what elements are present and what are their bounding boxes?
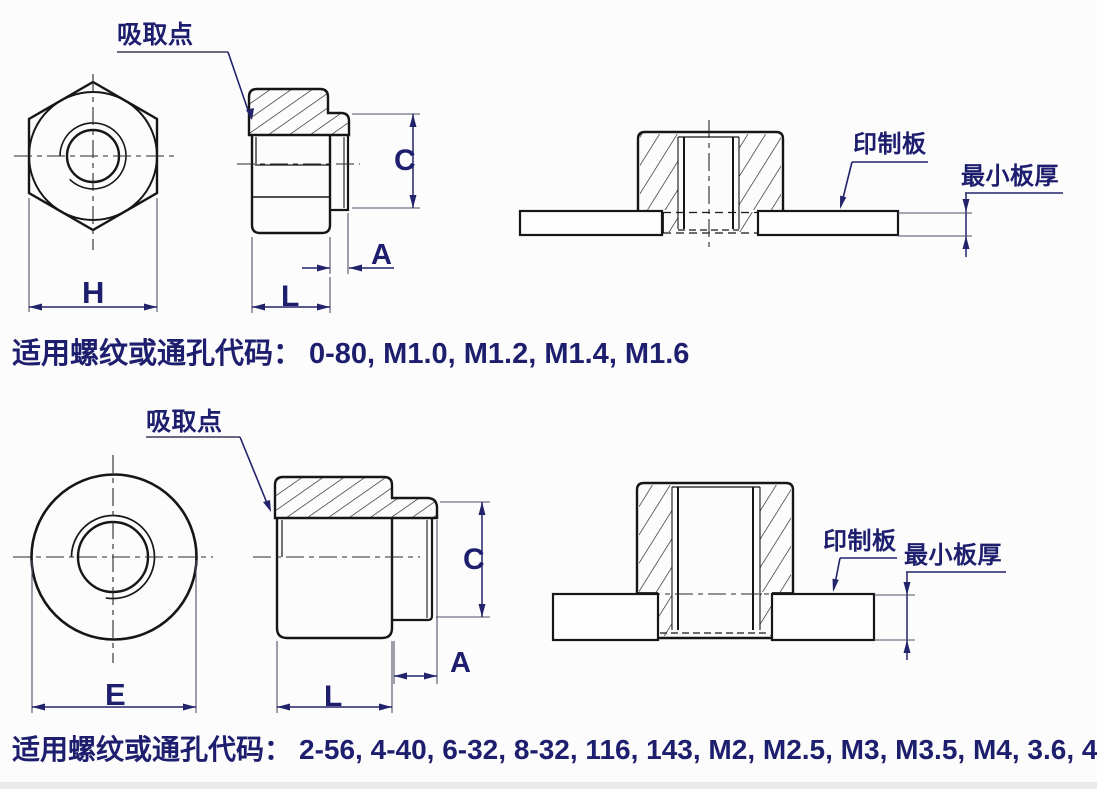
extension-lines-E [31,560,197,713]
dim-H-label: H [82,275,105,310]
extension-lines-L [276,641,393,713]
round-nut-side-view [146,436,490,713]
arrow-right [379,703,392,711]
dim-L-label-bottom: L [324,680,343,713]
codes-value-top: 0-80, M1.0, M1.2, M1.4, M1.6 [309,338,690,370]
body-outline [636,130,785,212]
thread-arc [70,514,156,600]
arrow-down [478,604,486,617]
applicable-codes-note-top: 适用螺纹或通孔代码：0-80, M1.0, M1.2, M1.4, M1.6 [12,330,689,372]
arrow-right [317,264,330,272]
arrow-down [962,199,970,212]
pcb-leader-arrow [832,578,839,592]
dim-E-label: E [105,677,126,712]
shank-outline [392,518,434,622]
extension-lines-A [329,213,349,274]
bore-hole-lines [677,487,754,630]
extension-lines-A [393,520,438,684]
arrow-right [183,703,196,711]
pickup-leader-arrow [246,108,254,120]
round-nut-front-view [13,455,213,713]
min-board-thickness-label-bottom: 最小板厚 [904,542,1002,569]
pickup-leader-line [227,51,251,117]
min-thickness-extensions [898,212,972,237]
arrow-down [409,195,417,208]
pcb-right [770,592,876,642]
arrow-left [29,303,42,311]
pcb-label-top: 印制板 [853,131,927,158]
bottom-edge-strip [0,782,1097,789]
shank-side-edges [657,593,773,638]
arrow-up [478,502,486,515]
bore-hole-lines [683,137,734,229]
pcb-label-bottom: 印制板 [823,528,897,555]
pickup-leader-line [239,436,270,509]
hatch-right-shank [739,212,758,232]
min-board-thickness-label-top: 最小板厚 [961,163,1059,190]
pickup-point-label-top: 吸取点 [117,21,194,49]
pickup-cap [247,87,351,137]
dim-A-label-bottom: A [450,647,471,679]
pcb-left [551,592,660,642]
shank-outline [330,135,350,212]
min-thickness-extensions [874,594,915,641]
pickup-cap [273,475,439,520]
dim-A-label-top: A [371,239,392,271]
hatch-left-shank [663,212,678,232]
hatch-left-wall [640,134,678,210]
applicable-codes-note-bottom: 适用螺纹或通孔代码：2-56, 4-40, 6-32, 8-32, 116, 1… [12,728,1097,768]
extension-lines-C [352,113,420,209]
arrow-right [424,672,437,680]
hatch-right-shank [760,593,772,636]
pickup-leader-arrow [263,500,271,512]
thread-arc [59,122,127,190]
bore-thread-lines [671,487,761,630]
hex-nut-cross-section [518,120,1063,257]
arrow-up [903,640,911,653]
bore-thread-lines [677,137,740,229]
hex-nut-side-view [117,51,420,313]
hatch-left-wall [639,485,672,592]
hex-nut-front-view [14,74,176,312]
hatch-left-shank [658,593,672,636]
arrow-right [144,303,157,311]
arrow-left [394,672,407,680]
arrow-left [32,703,45,711]
arrow-up [409,114,417,127]
round-nut-cross-section [551,481,1006,660]
arrow-left [252,303,265,311]
arrow-right [317,303,330,311]
body-outline [275,518,394,640]
dim-C-label-bottom: C [463,543,485,576]
pickup-point-label-bottom: 吸取点 [146,408,223,436]
arrow-up [962,236,970,249]
body-outline [250,135,332,235]
codes-value-bottom: 2-56, 4-40, 6-32, 8-32, 116, 143, M2, M2… [299,734,1097,765]
codes-label-top: 适用螺纹或通孔代码： [12,338,303,370]
arrow-left [349,264,362,272]
dim-C-label-top: C [394,144,416,177]
pcb-left [518,209,664,237]
extension-lines-H [28,198,158,312]
arrow-left [277,703,290,711]
dim-L-label-top: L [281,280,300,313]
codes-label-bottom: 适用螺纹或通孔代码： [12,734,293,765]
hatch-right-wall [760,485,791,592]
pcb-leader-arrow [840,195,847,209]
outer-circle [30,473,198,641]
hatch-right-wall [739,134,781,210]
pcb-right [756,209,900,237]
arrow-down [903,582,911,595]
body-outline [635,481,795,593]
